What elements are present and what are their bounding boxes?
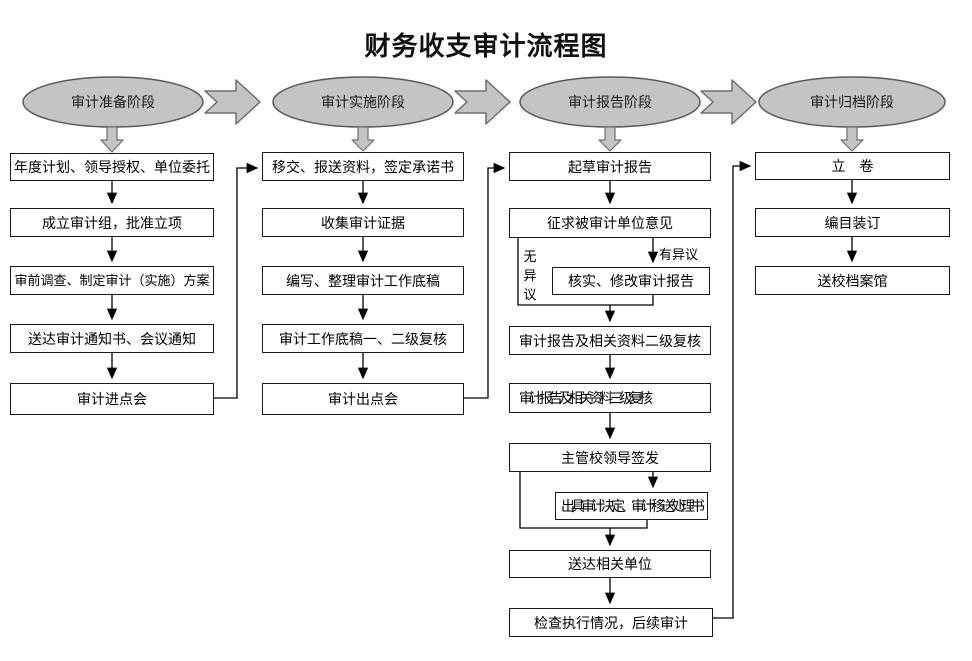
- stage-ellipses: [22, 76, 946, 128]
- block-arrow-icon: [454, 79, 511, 125]
- step-send-archive: 送校档案馆: [755, 266, 950, 295]
- step-pre-survey: 审前调查、制定审计（实施）方案: [10, 266, 214, 295]
- label-no-objection: 无异议: [523, 249, 537, 302]
- step-binding: 编目装订: [755, 208, 950, 237]
- step-entry-meeting: 审计进点会: [10, 383, 214, 415]
- step-check-followup: 检查执行情况，后续审计: [509, 608, 713, 637]
- down-arrow-icon: [840, 126, 864, 152]
- step-setup-team: 成立审计组，批准立项: [10, 208, 214, 237]
- step-deliver-units: 送达相关单位: [509, 550, 711, 578]
- step-third-review: 审计报告及相关资料三级复核: [509, 383, 711, 413]
- stage-label-implement: 审计实施阶段: [321, 94, 405, 110]
- down-arrow-icon: [351, 126, 375, 152]
- step-solicit-opinion: 征求被审计单位意见: [509, 208, 711, 238]
- down-arrow-icon: [100, 126, 124, 153]
- step-exit-meeting: 审计出点会: [262, 383, 464, 415]
- stage-label-archive: 审计归档阶段: [810, 94, 894, 110]
- step-collect-evidence: 收集审计证据: [262, 208, 464, 237]
- connector: [519, 472, 610, 529]
- down-arrow-icon: [598, 126, 622, 152]
- connector: [610, 295, 654, 306]
- connector: [610, 520, 648, 529]
- block-arrow-icon: [700, 79, 757, 125]
- step-annual-plan: 年度计划、领导授权、单位委托: [10, 153, 214, 181]
- connector-col3-to-col4: [713, 160, 752, 619]
- stage-label-report: 审计报告阶段: [568, 94, 652, 110]
- connector-col2-to-col3: [464, 162, 506, 399]
- step-issue-decision: 出具审计决定、审计移送处理书: [555, 492, 708, 520]
- stage-block-arrows: [204, 79, 757, 125]
- step-verify-modify: 核实、修改审计报告: [552, 267, 710, 295]
- connector-col1-to-col2: [214, 162, 259, 399]
- step-draft-papers: 编写、整理审计工作底稿: [262, 266, 464, 295]
- step-notice: 送达审计通知书、会议通知: [10, 324, 214, 353]
- connector-no-objection: [517, 238, 610, 306]
- page-title: 财务收支审计流程图: [364, 31, 608, 61]
- stage-label-prepare: 审计准备阶段: [71, 94, 155, 110]
- step-leader-sign: 主管校领导签发: [509, 443, 711, 472]
- step-filing: 立 卷: [755, 152, 950, 180]
- stage-down-arrows: [100, 126, 864, 153]
- block-arrow-icon: [204, 79, 261, 125]
- label-has-objection: 有异议: [659, 247, 699, 262]
- step-draft-report: 起草审计报告: [509, 152, 711, 181]
- step-handover: 移交、报送资料，签定承诺书: [262, 152, 464, 181]
- step-papers-review: 审计工作底稿一、二级复核: [262, 324, 464, 353]
- connectors: [106, 160, 858, 619]
- step-second-review: 审计报告及相关资料二级复核: [509, 326, 711, 355]
